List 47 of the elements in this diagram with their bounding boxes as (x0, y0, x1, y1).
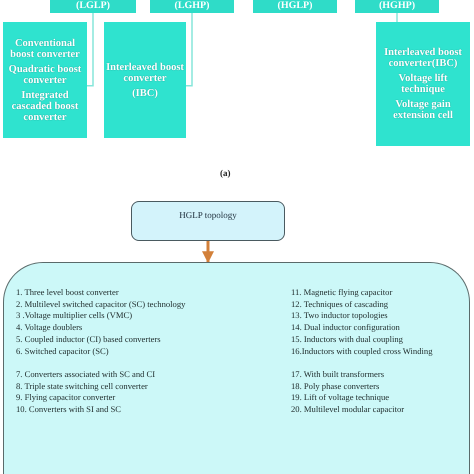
header-text: (HGHP) (378, 0, 416, 12)
topology-text: Integrated cascaded boost converter (10, 90, 80, 122)
list-item: 4. Voltage doublers (16, 322, 82, 334)
list-item: 12. Techniques of cascading (291, 298, 388, 310)
topology-text: Voltage lift technique (398, 73, 448, 95)
topology-text: (IBC) (131, 88, 159, 98)
category-header (150, 0, 234, 13)
arrow (202, 241, 214, 264)
topology-box (376, 22, 470, 146)
header-text: (HGLP) (276, 0, 314, 12)
list-item: 2. Multilevel switched capacitor (SC) technology (16, 298, 186, 310)
list-item: 10. Converters with SI and SC (16, 404, 122, 415)
list-item: 15. Inductors with dual coupling (291, 334, 403, 345)
list-item: 13. Two inductor topologies (291, 310, 388, 322)
list-item: 6. Switched capacitor (SC) (16, 346, 109, 356)
list-item: 17. With built transformers (291, 368, 384, 380)
topology-title: HGLP topology (178, 210, 238, 220)
list-item: 20. Multilevel modular capacitor (291, 404, 404, 415)
list-item: 7. Converters associated with SC and CI (16, 368, 156, 380)
list-item: 3 .Voltage multiplier cells (VMC) (16, 310, 132, 322)
connector-line (186, 13, 193, 87)
topology-text: Conventional boost converter (9, 38, 81, 60)
topology-text: Interleaved boost converter (106, 62, 184, 84)
category-header (253, 0, 337, 13)
list-item: 5. Coupled inductor (CI) based converters (16, 334, 161, 345)
topology-text: Quadratic boost converter (8, 64, 82, 86)
list-item: 11. Magnetic flying capacitor (291, 287, 392, 298)
topology-box (104, 22, 186, 138)
connector-line (87, 13, 94, 87)
header-text: (LGLP) (75, 0, 111, 12)
topology-box (3, 22, 87, 138)
connector-line (396, 13, 398, 22)
category-header (355, 0, 439, 13)
list-item: 19. Lift of voltage technique (291, 392, 390, 404)
category-header (50, 0, 136, 13)
list-item: 8. Triple state switching cell converter (16, 380, 148, 392)
list-item: 16.Inductors with coupled cross Winding (291, 346, 434, 358)
topology-text: Voltage gain extension cell (392, 99, 454, 121)
list-item: 1. Three level boost converter (16, 287, 119, 298)
topology-text: Interleaved boost converter(IBC) (383, 47, 463, 69)
list-panel (3, 262, 470, 474)
list-item: 14. Dual inductor configuration (291, 322, 400, 334)
figure-label: (a) (220, 168, 230, 178)
header-text: (LGHP) (174, 0, 210, 12)
list-item: 9. Flying capacitor converter (16, 392, 116, 404)
topology-box (131, 201, 285, 241)
list-item: 18. Poly phase converters (291, 380, 380, 392)
